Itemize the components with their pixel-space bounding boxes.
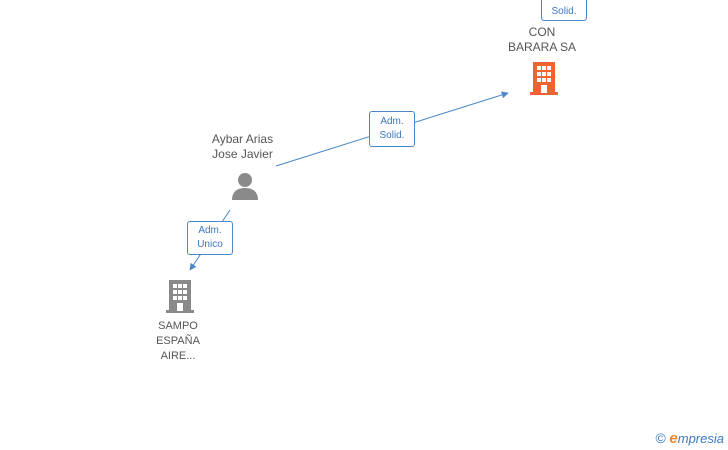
- node-sampo-name-line1: SAMPO: [158, 320, 198, 332]
- node-aybar-name-line1: Aybar Arias: [211, 132, 274, 146]
- brand-initial: e: [669, 430, 678, 447]
- copyright-symbol: ©: [655, 430, 666, 446]
- node-con-barara-label: CON BARARA SA: [497, 25, 587, 55]
- node-sampo-name-line2: ESPAÑA: [156, 335, 200, 347]
- node-sampo-name-line3: AIRE...: [160, 350, 196, 362]
- node-sampo-label: SAMPO ESPAÑA AIRE...: [138, 319, 218, 364]
- person-icon[interactable]: [230, 171, 260, 201]
- building-icon[interactable]: [164, 280, 196, 314]
- edge-badge-aybar-con-line1: Adm.: [380, 116, 404, 127]
- edge-badge-aybar-sampo-line2: Unico: [197, 239, 223, 250]
- node-aybar-label: Aybar Arias Jose Javier: [195, 132, 290, 162]
- edge-badge-aybar-con-line2: Solid.: [379, 130, 405, 141]
- edge-badge-aybar-con: Adm. Solid.: [369, 111, 415, 147]
- edge-badge-top: Solid.: [541, 0, 587, 21]
- edge-badge-aybar-sampo-line1: Adm.: [198, 225, 222, 236]
- building-icon[interactable]: [528, 62, 560, 96]
- node-aybar-name-line2: Jose Javier: [212, 147, 273, 161]
- edge-badge-aybar-sampo: Adm. Unico: [187, 221, 233, 255]
- node-con-barara-name-line1: CON: [528, 25, 556, 39]
- brand-name: mpresia: [677, 431, 724, 446]
- node-con-barara-name-line2: BARARA SA: [507, 40, 577, 54]
- footer-brand: © empresia: [655, 430, 724, 448]
- edge-badge-top-line2: Solid.: [551, 6, 577, 17]
